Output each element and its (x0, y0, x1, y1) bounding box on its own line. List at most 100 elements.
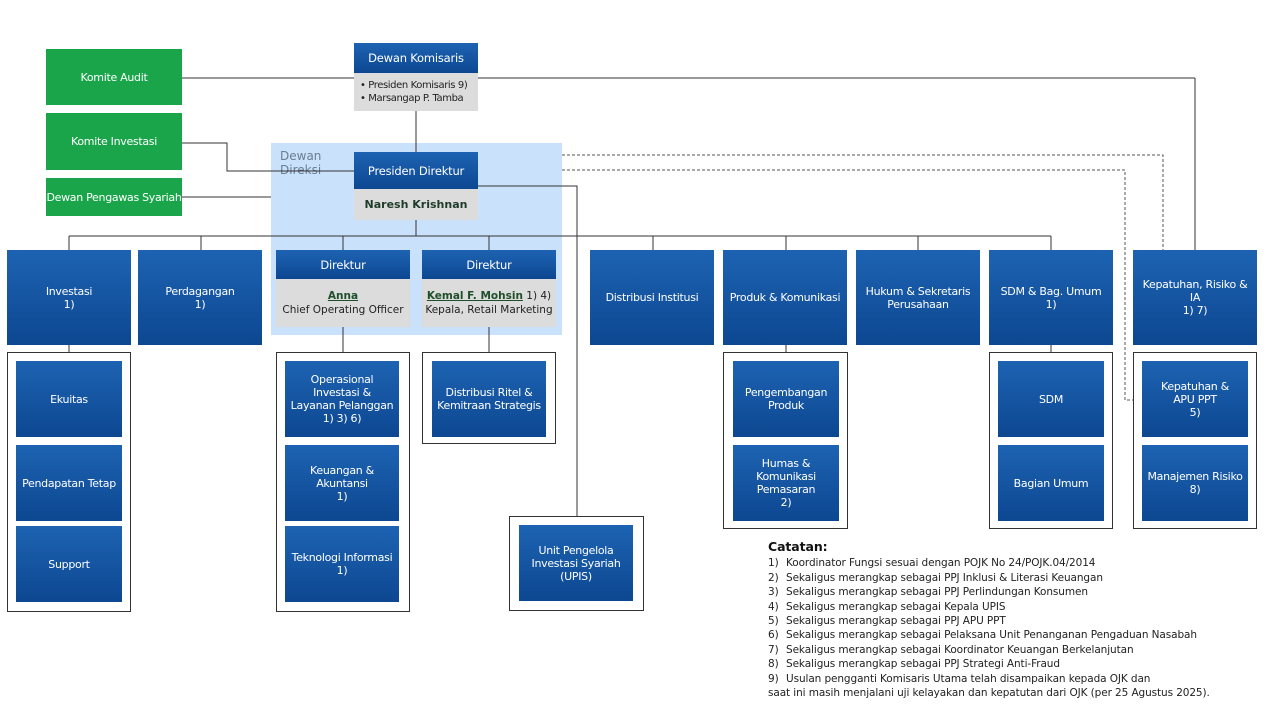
dewan-komisaris-members: • Presiden Komisaris 9) • Marsangap P. T… (354, 73, 478, 111)
note-num: 5) (768, 615, 779, 628)
board-member-2: • Marsangap P. Tamba (360, 93, 464, 104)
direktur-coo-name: Anna (327, 290, 359, 302)
division-investasi-name: Investasi (45, 284, 93, 298)
note-num: 3) (768, 586, 779, 599)
note-num: 2) (768, 571, 779, 584)
note-item: 3) Sekaligus merangkap sebagai PPJ Perlin… (768, 585, 1268, 599)
unit-risiko-l2: 8) (1189, 483, 1201, 496)
direktur-retail-title: Direktur (466, 257, 512, 272)
presiden-direktur-header: Presiden Direktur (354, 152, 478, 189)
division-sdm-note: 1) (1045, 297, 1057, 311)
division-investasi-note: 1) (63, 297, 75, 311)
direktur-retail-role: Kepala, Retail Marketing (425, 304, 553, 316)
unit-teknologi: Teknologi Informasi 1) (285, 526, 399, 602)
note-item: 7) Sekaligus merangkap sebagai Koordinato… (768, 643, 1268, 657)
note-item: 9) Usulan pengganti Komisaris Utama telah… (768, 672, 1268, 686)
komite-investasi-box: Komite Investasi (46, 113, 182, 170)
division-kepatuhan-name: Kepatuhan, Risiko & IA (1142, 278, 1248, 304)
unit-pengembangan-l2: Produk (768, 399, 804, 412)
note-text: Sekaligus merangkap sebagai PPJ Strategi… (786, 658, 1060, 671)
dewan-direksi-text: Dewan Direksi (280, 149, 322, 177)
direktur-coo-info: Anna Chief Operating Officer (276, 279, 410, 327)
unit-keuangan: Keuangan & Akuntansi 1) (285, 445, 399, 521)
note-continuation: saat ini masih menjalani uji kelayakan d… (768, 687, 1210, 700)
dewan-pengawas-syariah-box: Dewan Pengawas Syariah (46, 178, 182, 216)
direktur-retail-name: Kemal F. Mohsin (426, 290, 523, 302)
unit-operasional-l2: Layanan Pelanggan (290, 399, 394, 412)
komite-audit-label: Komite Audit (80, 70, 148, 84)
direktur-coo-title: Direktur (320, 257, 366, 272)
unit-ekuitas-label: Ekuitas (50, 392, 88, 406)
unit-operasional-l3: 1) 3) 6) (322, 412, 362, 425)
dewan-komisaris-header: Dewan Komisaris (354, 43, 478, 73)
note-text: Sekaligus merangkap sebagai Koordinator … (786, 643, 1134, 656)
unit-distribusi-ritel-l1: Distribusi Ritel & (445, 386, 533, 399)
division-investasi: Investasi 1) (7, 250, 131, 345)
unit-bagian-umum-label: Bagian Umum (1013, 476, 1089, 490)
unit-distribusi-ritel: Distribusi Ritel & Kemitraan Strategis (432, 361, 546, 437)
unit-teknologi-l1: Teknologi Informasi (291, 551, 393, 564)
note-text: Usulan pengganti Komisaris Utama telah d… (786, 672, 1151, 685)
division-kepatuhan-note: 1) 7) (1182, 304, 1208, 317)
division-hukum: Hukum & Sekretaris Perusahaan (856, 250, 980, 345)
note-text: Sekaligus merangkap sebagai PPJ Perlindu… (786, 586, 1088, 599)
presiden-direktur-title: Presiden Direktur (367, 163, 465, 178)
unit-keuangan-l2: 1) (336, 489, 348, 503)
unit-manajemen-risiko: Manajemen Risiko 8) (1142, 445, 1248, 521)
note-item: 8) Sekaligus merangkap sebagai PPJ Strate… (768, 657, 1268, 671)
dewan-direksi-label: Dewan Direksi (280, 149, 330, 177)
note-text: Sekaligus merangkap sebagai PPJ Inklusi … (786, 571, 1103, 584)
unit-risiko-l1: Manajemen Risiko (1147, 470, 1243, 483)
unit-humas-l2: Pemasaran (756, 483, 816, 496)
direktur-coo-header: Direktur (276, 250, 410, 279)
presiden-direktur-name-box: Naresh Krishnan (354, 189, 478, 220)
unit-upis-l1: Unit Pengelola (538, 543, 614, 557)
presiden-direktur-name: Naresh Krishnan (364, 198, 468, 211)
unit-ekuitas: Ekuitas (16, 361, 122, 437)
unit-operasional: Operasional Investasi & Layanan Pelangga… (285, 361, 399, 437)
unit-sdm: SDM (998, 361, 1104, 437)
unit-pengembangan-produk: Pengembangan Produk (733, 361, 839, 437)
unit-support: Support (16, 526, 122, 602)
direktur-coo-role: Chief Operating Officer (282, 304, 404, 316)
dewan-pengawas-syariah-label: Dewan Pengawas Syariah (46, 190, 182, 204)
unit-pengembangan-l1: Pengembangan (744, 386, 828, 399)
note-num: 4) (768, 600, 779, 613)
division-perdagangan-name: Perdagangan (165, 284, 235, 298)
note-item: 4) Sekaligus merangkap sebagai Kepala UPI… (768, 600, 1268, 614)
direktur-retail-header: Direktur (422, 250, 556, 279)
unit-teknologi-l2: 1) (336, 564, 348, 577)
unit-upis-l2: Investasi Syariah (531, 556, 621, 570)
unit-upis-l3: (UPIS) (560, 569, 592, 583)
unit-kepatuhan-l3: 5) (1189, 405, 1201, 419)
unit-humas: Humas & Komunikasi Pemasaran 2) (733, 445, 839, 521)
unit-sdm-label: SDM (1038, 392, 1064, 406)
unit-humas-l1: Humas & Komunikasi (756, 457, 816, 483)
note-item: 2) Sekaligus merangkap sebagai PPJ Inklus… (768, 571, 1268, 585)
division-hukum-name: Hukum & Sekretaris (865, 284, 971, 298)
komite-audit-box: Komite Audit (46, 49, 182, 105)
note-text: Koordinator Fungsi sesuai dengan POJK No… (786, 557, 1096, 570)
note-item: 1)Koordinator Fungsi sesuai dengan POJK … (768, 556, 1268, 570)
direktur-retail-info: Kemal F. Mohsin 1) 4) Kepala, Retail Mar… (422, 279, 556, 327)
note-num: 6) (768, 629, 779, 642)
direktur-retail-note: 1) 4) (522, 290, 552, 302)
note-num: 8) (768, 658, 779, 671)
unit-humas-l3: 2) (780, 496, 792, 509)
note-num: 9) (768, 672, 779, 685)
unit-upis: Unit Pengelola Investasi Syariah (UPIS) (519, 525, 633, 601)
division-perdagangan: Perdagangan 1) (138, 250, 262, 345)
note-item: 6) Sekaligus merangkap sebagai Pelaksana … (768, 628, 1268, 642)
dewan-komisaris-title: Dewan Komisaris (368, 51, 464, 65)
unit-pendapatan-tetap: Pendapatan Tetap (16, 445, 122, 521)
unit-pendapatan-label: Pendapatan Tetap (22, 476, 116, 490)
note-text: Sekaligus merangkap sebagai Kepala UPIS (786, 600, 1006, 613)
board-member-1: • Presiden Komisaris 9) (360, 80, 468, 91)
division-produk-komunikasi: Produk & Komunikasi (723, 250, 847, 345)
division-hukum-name2: Perusahaan (887, 297, 949, 311)
unit-support-label: Support (48, 557, 90, 571)
note-text: Sekaligus merangkap sebagai Pelaksana Un… (786, 629, 1197, 642)
note-num: 7) (768, 643, 779, 656)
unit-operasional-l1: Operasional Investasi & (310, 373, 374, 399)
unit-kepatuhan-apu: Kepatuhan & APU PPT 5) (1142, 361, 1248, 437)
